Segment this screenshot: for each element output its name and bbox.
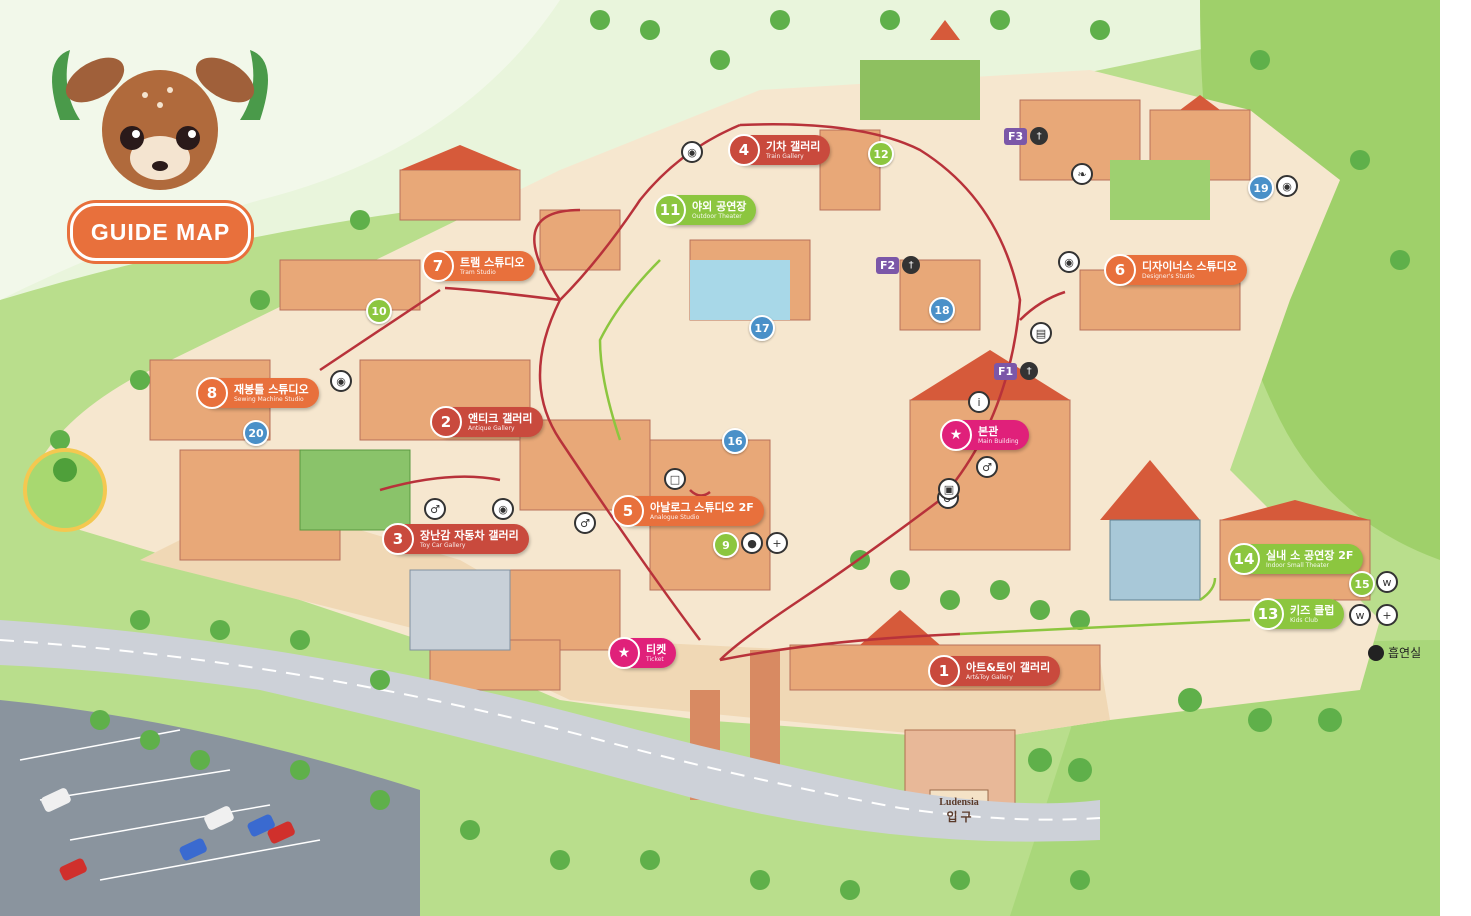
first-aid-icon: + <box>1376 604 1398 626</box>
floor-f2-restaurant[interactable]: F2† <box>876 256 921 274</box>
restroom-icon: ♂ <box>976 456 998 478</box>
restroom-icon: ♂ <box>424 498 446 520</box>
marker-19[interactable]: 19 <box>1248 175 1274 201</box>
first-aid-icon: + <box>766 532 788 554</box>
leaf-icon: ❧ <box>1071 163 1093 185</box>
fork-knife-icon: † <box>902 256 921 274</box>
camera-icon: ◉ <box>492 498 514 520</box>
marker-15[interactable]: 15 <box>1349 571 1375 597</box>
camera-icon: ◉ <box>681 141 703 163</box>
smoking-icon <box>1368 644 1384 661</box>
restroom-icon: ♂ <box>574 512 596 534</box>
stroller-icon: ● <box>741 532 763 554</box>
marker-17[interactable]: 17 <box>749 315 775 341</box>
floor-f3-restaurant[interactable]: F3† <box>1004 127 1049 145</box>
floor-f1-restaurant[interactable]: F1† <box>994 362 1039 380</box>
marker-18[interactable]: 18 <box>929 297 955 323</box>
marker-20[interactable]: 20 <box>243 420 269 446</box>
marker-10[interactable]: 10 <box>366 298 392 324</box>
fork-knife-icon: † <box>1020 362 1039 380</box>
wifi-icon: w <box>1376 571 1398 593</box>
gift-icon: ▣ <box>938 478 960 500</box>
guide-map-title: GUIDE MAP <box>70 203 251 261</box>
fork-knife-icon: † <box>1030 127 1049 145</box>
locker-icon: □ <box>664 468 686 490</box>
smoking-area[interactable]: 흡연실 <box>1368 644 1421 661</box>
marker-12[interactable]: 12 <box>868 141 894 167</box>
camera-icon: ◉ <box>1276 175 1298 197</box>
lock-icon: ▤ <box>1030 322 1052 344</box>
camera-icon: ◉ <box>1058 251 1080 273</box>
entrance-gate[interactable]: Ludensia 입 구 <box>939 797 979 824</box>
wifi-icon: w <box>1349 604 1371 626</box>
marker-16[interactable]: 16 <box>722 428 748 454</box>
info-icon: i <box>968 391 990 413</box>
marker-9[interactable]: 9 <box>713 532 739 558</box>
camera-icon: ◉ <box>330 370 352 392</box>
